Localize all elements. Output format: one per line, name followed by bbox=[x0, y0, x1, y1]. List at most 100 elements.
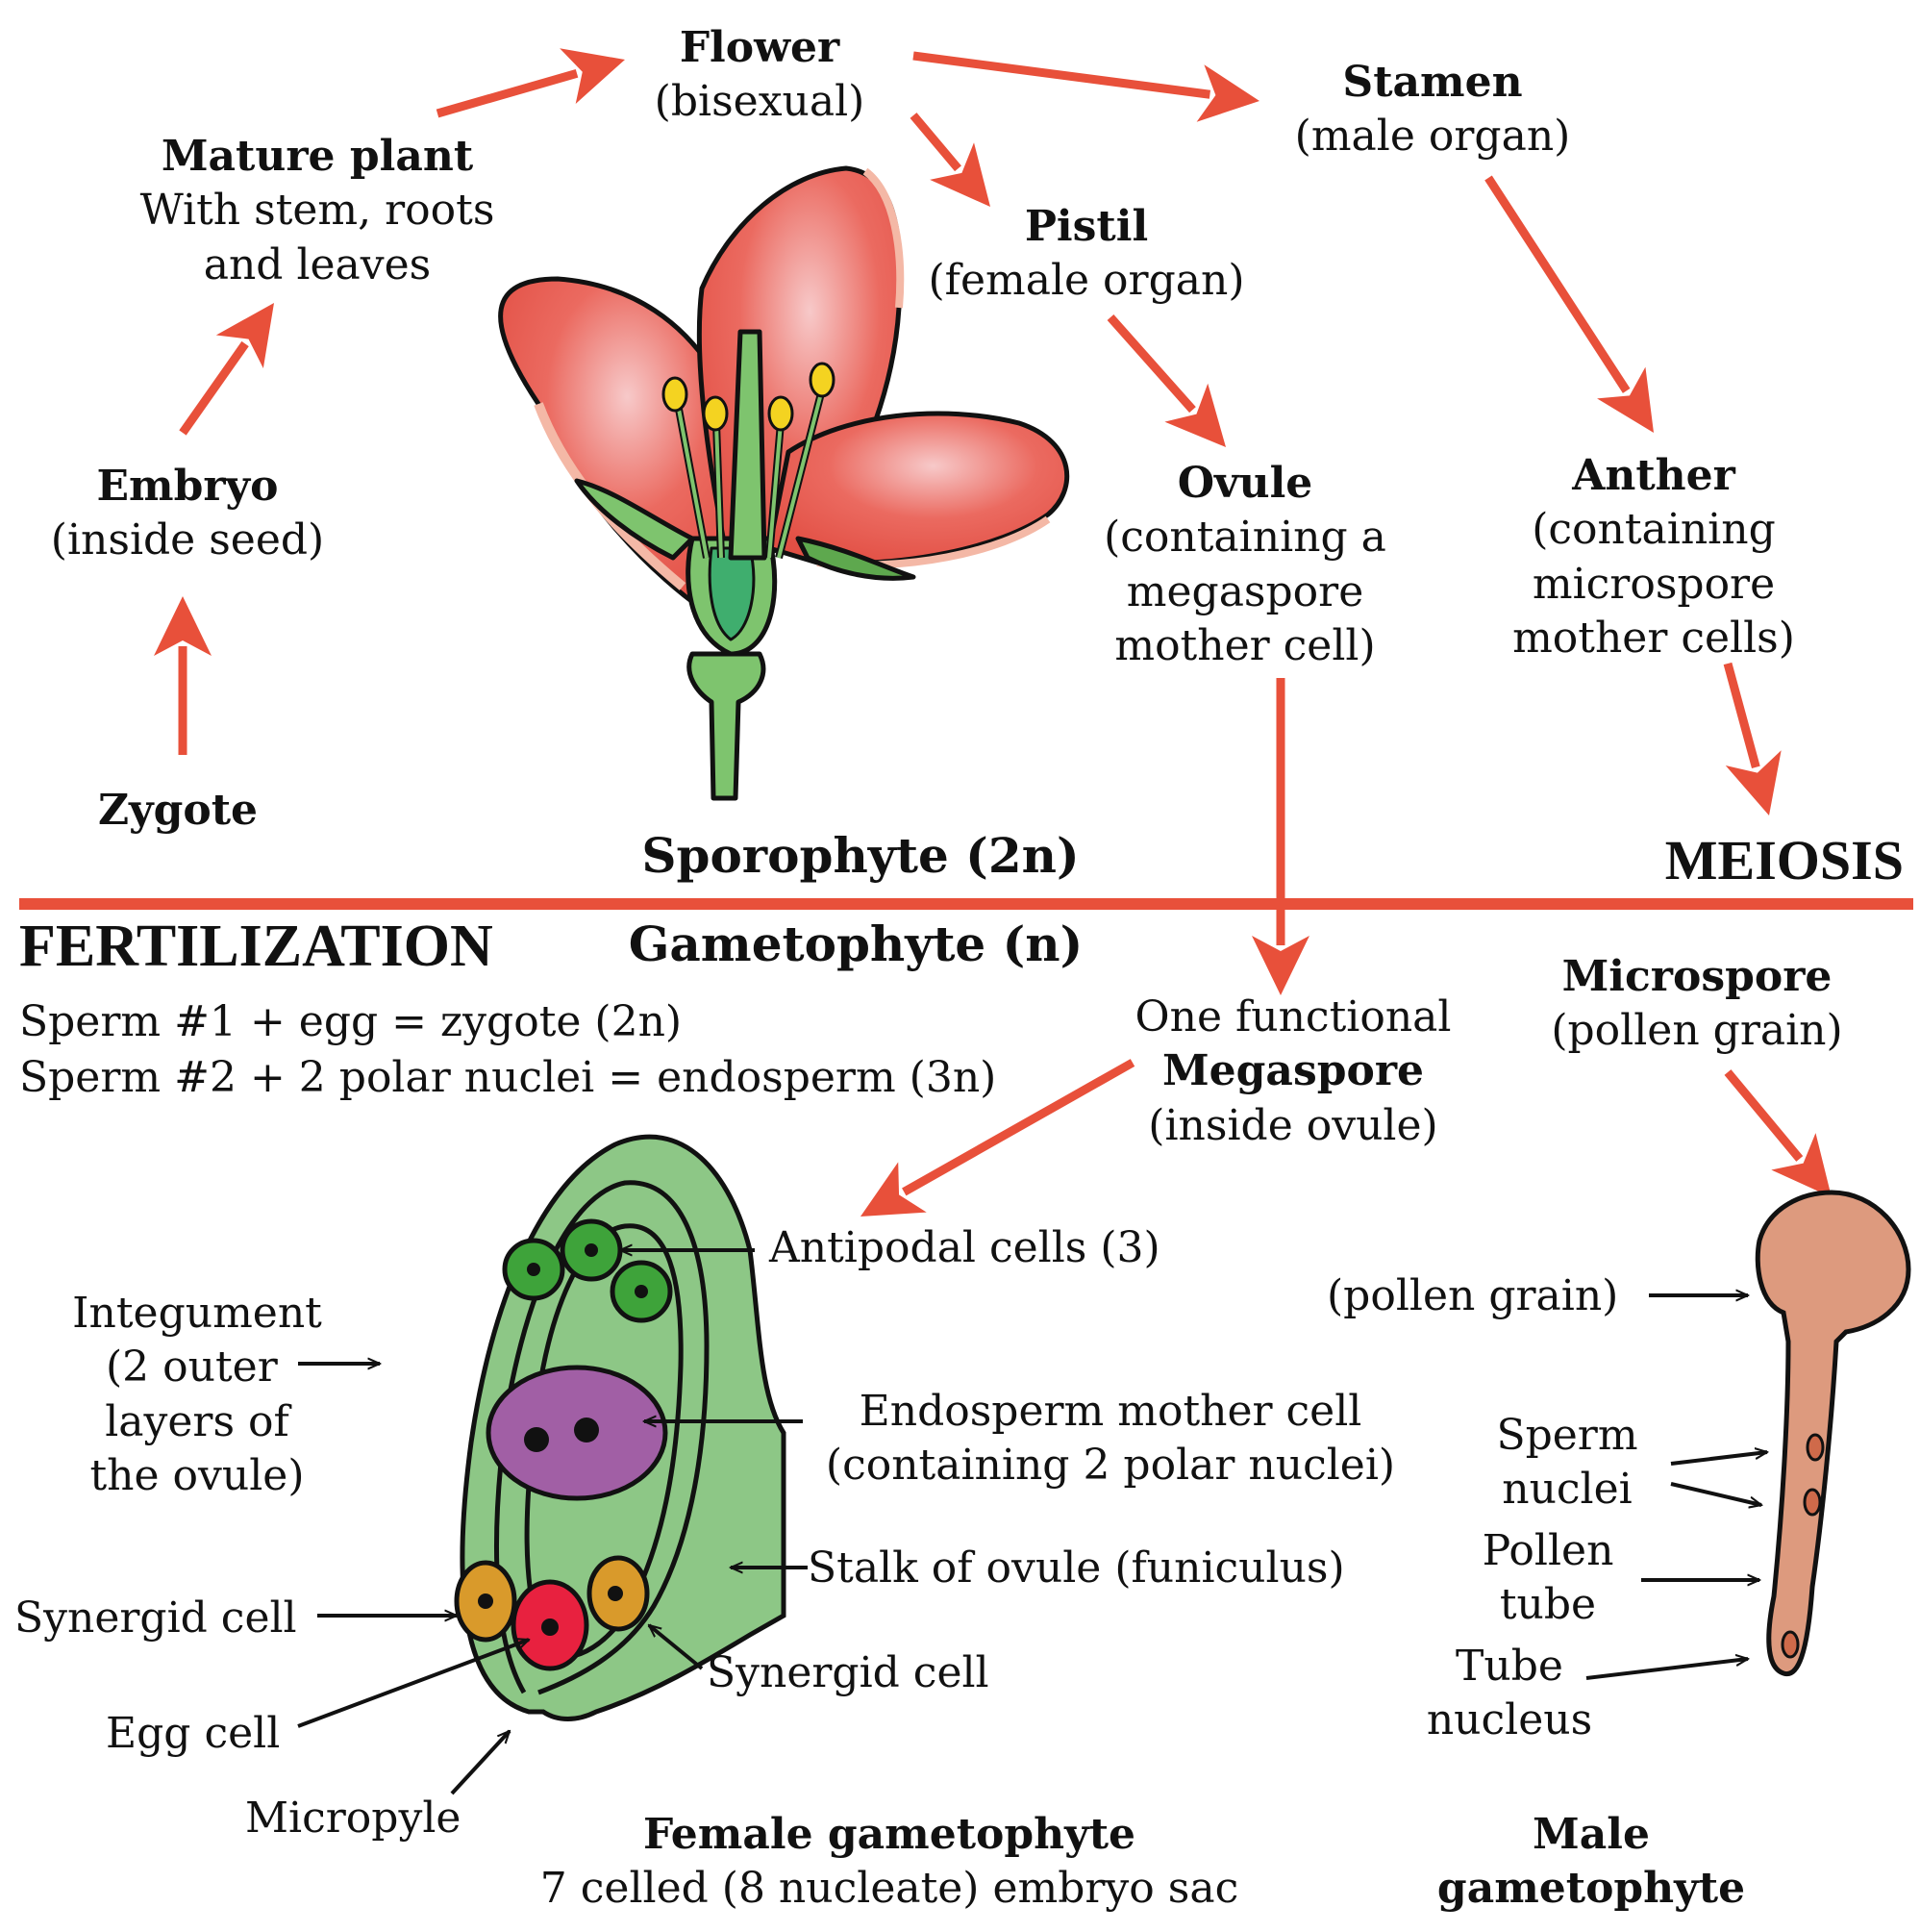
pistil-label: Pistil (female organ) bbox=[909, 200, 1264, 309]
sepal-left bbox=[574, 478, 695, 561]
pollen-tube-label: Pollen tube bbox=[1452, 1524, 1644, 1633]
stamen-to-anther-arrow bbox=[1484, 175, 1654, 433]
mature-plant-title: Mature plant bbox=[161, 132, 474, 181]
stamen-title: Stamen bbox=[1342, 58, 1523, 107]
pistil-subtitle: (female organ) bbox=[928, 256, 1245, 306]
male-gametophyte-line: gametophyte bbox=[1436, 1864, 1746, 1914]
sperm-nuclei-label: Sperm nuclei bbox=[1471, 1409, 1663, 1518]
flower-label: Flower (bisexual) bbox=[635, 21, 885, 130]
stamen-label: Stamen (male organ) bbox=[1259, 56, 1606, 164]
flower-subtitle: (bisexual) bbox=[654, 77, 865, 127]
micropyle-label: Micropyle bbox=[245, 1794, 461, 1843]
mature-plant-label: Mature plant With stem, roots and leaves bbox=[106, 130, 529, 292]
sperm-nucleus bbox=[1806, 1433, 1825, 1462]
embryo-to-mature-plant-arrow bbox=[179, 303, 274, 436]
anther-title: Anther bbox=[1572, 451, 1735, 500]
megaspore-line: One functional bbox=[1135, 992, 1452, 1041]
integument-outer bbox=[494, 1180, 710, 1695]
stamens bbox=[661, 362, 835, 559]
mature-plant-line: With stem, roots bbox=[139, 186, 495, 236]
pistil-title: Pistil bbox=[1024, 202, 1149, 251]
sepal-right bbox=[795, 536, 916, 581]
sperm-nuclei-line: Sperm bbox=[1496, 1411, 1638, 1460]
meiosis-label: MEIOSIS bbox=[1664, 829, 1904, 891]
flower-title: Flower bbox=[679, 23, 840, 72]
fertilization-equation-1: Sperm #1 + egg = zygote (2n) bbox=[19, 997, 683, 1046]
ovule-illustration bbox=[454, 1134, 786, 1721]
stalk-label: Stalk of ovule (funiculus) bbox=[808, 1543, 1345, 1593]
tube-nucleus-label: Tube nucleus bbox=[1413, 1640, 1606, 1748]
stamen-subtitle: (male organ) bbox=[1294, 112, 1571, 162]
microspore-to-pollen-arrow bbox=[1724, 1069, 1832, 1197]
anther-label: Anther (containing microspore mother cel… bbox=[1485, 449, 1822, 665]
flower-illustration bbox=[498, 165, 1070, 801]
integument-line: Integument bbox=[72, 1289, 322, 1338]
flower-to-stamen-arrow bbox=[912, 51, 1259, 122]
ovule-to-megaspore-arrow bbox=[1252, 678, 1309, 995]
fertilization-label: FERTILIZATION bbox=[19, 914, 493, 979]
endosperm-line: (containing 2 polar nuclei) bbox=[825, 1441, 1396, 1491]
female-gametophyte-subtitle: 7 celled (8 nucleate) embryo sac bbox=[539, 1864, 1239, 1914]
mature-plant-line: and leaves bbox=[203, 239, 432, 289]
tube-nucleus bbox=[1781, 1630, 1800, 1659]
anther-line: (containing bbox=[1532, 505, 1776, 555]
sporophyte-title: Sporophyte (2n) bbox=[641, 827, 1080, 884]
megaspore-label: One functional Megaspore (inside ovule) bbox=[1115, 991, 1471, 1153]
style bbox=[728, 329, 767, 561]
synergid-right-label: Synergid cell bbox=[707, 1648, 989, 1697]
male-pointer-arrows bbox=[1585, 1295, 1767, 1680]
anther-4 bbox=[809, 362, 835, 398]
gametophyte-title: Gametophyte (n) bbox=[628, 916, 1084, 972]
microspore-subtitle: (pollen grain) bbox=[1551, 1006, 1843, 1056]
megaspore-subtitle: (inside ovule) bbox=[1148, 1100, 1438, 1150]
microspore-label: Microspore (pollen grain) bbox=[1529, 950, 1865, 1059]
integument-line: layers of bbox=[105, 1396, 289, 1446]
fertilization-equation-2: Sperm #2 + 2 polar nuclei = endosperm (3… bbox=[19, 1053, 997, 1102]
antipodal-cells-label: Antipodal cells (3) bbox=[769, 1223, 1160, 1272]
embryo-label: Embryo (inside seed) bbox=[29, 460, 346, 568]
pistil-to-ovule-arrow bbox=[1107, 314, 1226, 447]
ovule-line: (containing a bbox=[1104, 513, 1386, 563]
endosperm-line: Endosperm mother cell bbox=[859, 1387, 1362, 1436]
anther-line: mother cells) bbox=[1512, 613, 1795, 663]
egg-cell-label: Egg cell bbox=[106, 1709, 281, 1758]
male-gametophyte-caption: Male gametophyte bbox=[1433, 1808, 1750, 1917]
synergid-left-label: Synergid cell bbox=[14, 1593, 297, 1643]
zygote-label: Zygote bbox=[97, 786, 259, 835]
ovule-title: Ovule bbox=[1177, 459, 1313, 508]
pollen-illustration bbox=[1755, 1190, 1911, 1677]
sperm-nuclei-line: nuclei bbox=[1502, 1465, 1633, 1515]
ovule-label: Ovule (containing a megaspore mother cel… bbox=[1086, 457, 1404, 673]
pollen-tube-line: tube bbox=[1499, 1580, 1597, 1630]
megaspore-to-female-gametophyte-arrow bbox=[860, 1059, 1135, 1217]
embryo-title: Embryo bbox=[96, 462, 279, 511]
integument-line: the ovule) bbox=[89, 1450, 305, 1500]
anther-1 bbox=[661, 376, 688, 413]
integument-line: (2 outer bbox=[106, 1342, 278, 1393]
tube-nucleus-line: Tube bbox=[1456, 1642, 1563, 1691]
flower-to-pistil-arrow bbox=[910, 113, 990, 207]
anther-3 bbox=[767, 395, 794, 432]
zygote-to-embryo-arrow bbox=[154, 596, 212, 755]
female-gametophyte-caption: Female gametophyte 7 celled (8 nucleate)… bbox=[500, 1808, 1279, 1917]
stem bbox=[686, 651, 766, 801]
microspore-title: Microspore bbox=[1561, 952, 1833, 1001]
anther-2 bbox=[702, 395, 729, 432]
mature-plant-to-flower-arrow bbox=[436, 48, 625, 118]
megaspore-title: Megaspore bbox=[1161, 1046, 1425, 1096]
pollen-grain bbox=[1755, 1190, 1911, 1677]
pollen-grain-label: (pollen grain) bbox=[1327, 1271, 1619, 1320]
tube-nucleus-line: nucleus bbox=[1426, 1695, 1593, 1745]
embryo-subtitle: (inside seed) bbox=[50, 515, 325, 565]
pollen-tube-line: Pollen bbox=[1482, 1526, 1614, 1575]
ovule-line: megaspore bbox=[1126, 566, 1364, 616]
ovule-line: mother cell) bbox=[1114, 620, 1376, 670]
anther-to-meiosis-arrow bbox=[1723, 662, 1782, 815]
male-gametophyte-line: Male bbox=[1533, 1810, 1650, 1859]
anther-line: microspore bbox=[1532, 559, 1776, 609]
endosperm-mother-cell-label: Endosperm mother cell (containing 2 pola… bbox=[803, 1385, 1418, 1493]
integument-label: Integument (2 outer layers of the ovule) bbox=[48, 1287, 346, 1503]
sperm-nucleus bbox=[1803, 1488, 1822, 1517]
